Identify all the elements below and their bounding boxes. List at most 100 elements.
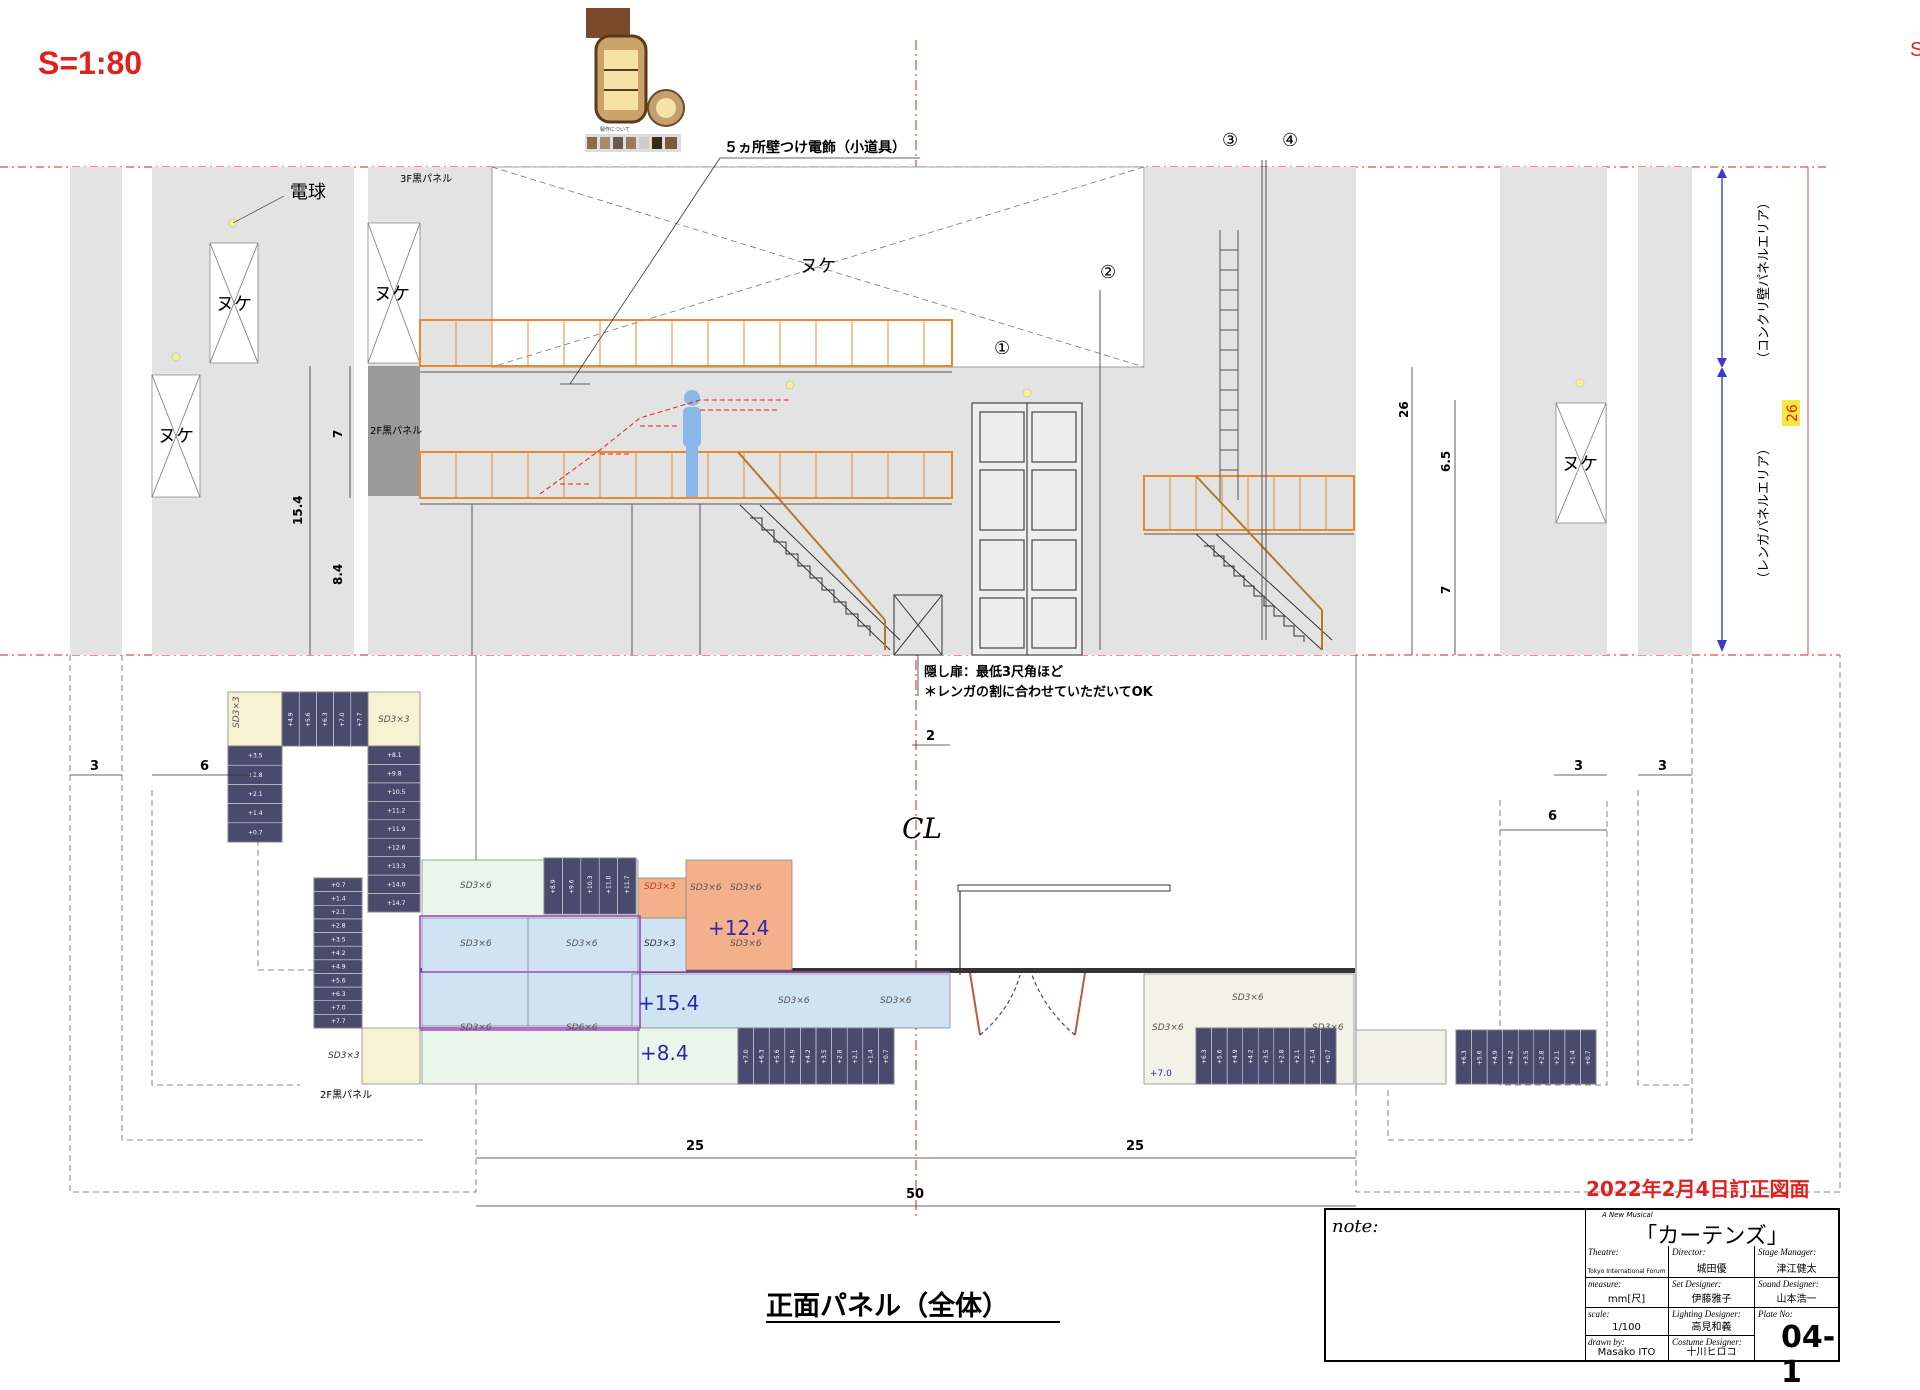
stair-step-height: +1.4 xyxy=(868,1049,875,1064)
stair-step-height: +5.6 xyxy=(774,1049,781,1064)
stair-step-height: +13.3 xyxy=(387,863,406,870)
callout-1: ① xyxy=(994,338,1010,359)
void-label-1: ヌケ xyxy=(216,294,252,315)
stair-step-height: +2.1 xyxy=(1294,1049,1301,1064)
lighting-designer-cell: Lighting Designer:高見和義 xyxy=(1669,1308,1755,1336)
stair-step xyxy=(227,822,283,843)
stair-a: +3.5+2.8+2.1+1.4+0.7 xyxy=(227,745,283,843)
elevation: ヌケ ヌケ ヌケ ヌケ ヌケ 電球 3F黒パネル 2F黒パネル xyxy=(70,130,1809,700)
production-subtitle: A New Musical xyxy=(1602,1211,1653,1219)
revision-note: 2022年2月4日訂正図面 xyxy=(1586,1177,1810,1201)
stair-step-height: +0.7 xyxy=(1585,1050,1592,1065)
plat-sd3x6-1: SD3×6 xyxy=(460,881,492,891)
production-title: 「カーテンズ」 xyxy=(1635,1224,1789,1249)
stair-step-height: +4.9 xyxy=(1492,1050,1499,1065)
measure-cell: measure:mm[尺] xyxy=(1585,1278,1669,1308)
brick-area-label: （レンガパネルエリア） xyxy=(1757,442,1772,585)
panel-3f-label: 3F黒パネル xyxy=(400,173,452,185)
ground-plan: +3.5 +2.8 +2.1 +1.4 +0.7 +4.9 +5.6 +6.3 +7.0 +7.7… xyxy=(69,655,1841,1193)
stair-step-height: +1.4 xyxy=(1310,1049,1317,1064)
dim-3-left: 3 xyxy=(90,759,99,774)
stair-step-height: +6.3 xyxy=(758,1049,765,1064)
stair-step-height: +3.5 xyxy=(1523,1050,1530,1065)
stair-step-height: +5.6 xyxy=(305,712,312,727)
stair-step-height: +2.1 xyxy=(852,1049,859,1064)
void-label-center: ヌケ xyxy=(800,256,836,277)
lamp-caption: 製作について xyxy=(600,126,630,133)
director-cell: Director:城田優 xyxy=(1669,1246,1755,1278)
stair-step-height: +0.7 xyxy=(248,829,263,836)
plate-number: 04-1 xyxy=(1781,1320,1836,1390)
stair-step-height: +10.3 xyxy=(587,875,594,894)
stair-step-height: +5.6 xyxy=(331,977,346,984)
dim-7-left: 7 xyxy=(331,430,345,438)
plat-sd3x3-b: SD3×3 xyxy=(378,715,410,725)
stair-step-height: +2.8 xyxy=(836,1049,843,1064)
stair-step-height: +6.3 xyxy=(322,712,329,727)
stair-f: +6.3+5.6+4.9+4.2+3.5+2.8+2.1+1.4+0.7 xyxy=(1195,1027,1337,1085)
stair-step-height: +6.3 xyxy=(1201,1049,1208,1064)
ladder xyxy=(1099,160,1267,650)
stair-step-height: +2.8 xyxy=(1279,1049,1286,1064)
costume-designer-cell: Costume Designer:十川ヒロコ xyxy=(1669,1336,1755,1360)
panel-2f-label: 2F黒パネル xyxy=(370,425,422,437)
void-label-3: ヌケ xyxy=(158,426,194,447)
drawing-title: 正面パネル（全体） xyxy=(766,1290,1009,1322)
dim-7-right: 7 xyxy=(1439,586,1453,594)
dim-25-left: 25 xyxy=(686,1139,704,1154)
stair-step xyxy=(350,691,369,747)
stair-step-height: +8.9 xyxy=(550,879,557,894)
stair-step xyxy=(1320,1027,1337,1085)
stair-step-height: +7.0 xyxy=(743,1049,750,1064)
hidden-door-note-1: 隠し扉：最低3尺角ほど xyxy=(924,664,1063,680)
plat-sd3x6-5: SD3×6 xyxy=(778,996,810,1006)
stair-step-height: +6.3 xyxy=(331,991,346,998)
scale-cell: scale:1/100 xyxy=(1585,1308,1669,1336)
stair-c: +0.7+1.4+2.1+2.8+3.5+4.2+4.9+5.6+6.3+7.0… xyxy=(313,877,363,1029)
stair-step-height: +1.4 xyxy=(248,810,263,817)
plat-sd3x3-d: SD3×3 xyxy=(644,939,676,949)
stair-step-height: +4.2 xyxy=(1247,1049,1254,1064)
title-block: note: A New Musical 「カーテンズ」 Theatre:Toky… xyxy=(1324,1208,1840,1390)
sconce-note: ５ヵ所壁つけ電飾（小道具） xyxy=(724,139,906,156)
dim-26-yellow: 26 xyxy=(1785,404,1801,422)
stair-step-height: +7.0 xyxy=(331,1005,346,1012)
stair-d: +8.9+9.6+10.3+11.0+11.7 xyxy=(543,857,637,915)
callout-2: ② xyxy=(1100,262,1116,283)
plat-sd3x6-4: SD3×6 xyxy=(460,1023,492,1033)
dim-3-right-b: 3 xyxy=(1658,759,1667,774)
plat-sd3x6-6: SD3×6 xyxy=(880,996,912,1006)
stair-step xyxy=(878,1027,895,1085)
stair-step-height: +14.0 xyxy=(387,881,406,888)
stage-manager-cell: Stage Manager:津江健太 xyxy=(1755,1246,1838,1278)
stair-step-height: +11.9 xyxy=(387,826,406,833)
stair-step-height: +12.6 xyxy=(387,844,406,851)
stair-g: +6.3+5.6+4.9+4.2+3.5+2.8+2.1+1.4+0.7 xyxy=(1455,1029,1597,1085)
sound-designer-cell: Sound Designer:山本浩一 xyxy=(1755,1278,1838,1308)
stair-step-height: +4.2 xyxy=(331,950,346,957)
stair-step-height: +14.7 xyxy=(387,900,406,907)
callout-4: ④ xyxy=(1282,130,1298,151)
stair-step-height: +1.4 xyxy=(1570,1050,1577,1065)
height-12-4: +12.4 xyxy=(708,916,769,940)
stair-step-height: +6.3 xyxy=(1461,1050,1468,1065)
plat-sd3x6-10: SD3×6 xyxy=(690,883,722,893)
stair-step-height: +0.7 xyxy=(883,1049,890,1064)
void-label-2: ヌケ xyxy=(374,284,410,305)
dim-6-right: 6 xyxy=(1548,809,1557,824)
stair-step-height: +2.1 xyxy=(1554,1050,1561,1065)
stair-step-height: +4.2 xyxy=(805,1049,812,1064)
hidden-door-note-2: ＊レンガの割に合わせていただいてOK xyxy=(924,684,1154,700)
stair-step-height: +3.5 xyxy=(248,753,263,760)
dim-3-right-a: 3 xyxy=(1574,759,1583,774)
stair-step xyxy=(617,857,637,915)
stair-step xyxy=(1580,1029,1597,1085)
elevation-dimensions xyxy=(309,366,1456,655)
callout-3: ③ xyxy=(1222,130,1238,151)
stair-step-height: +7.7 xyxy=(331,1018,346,1025)
stair-step-height: +9.8 xyxy=(387,771,402,778)
main-stair xyxy=(737,451,901,651)
plat-sd3x3-a: SD3×3 xyxy=(232,696,242,728)
stair-e: +7.0+6.3+5.6+4.9+4.2+3.5+2.8+2.1+1.4+0.7 xyxy=(737,1027,895,1085)
